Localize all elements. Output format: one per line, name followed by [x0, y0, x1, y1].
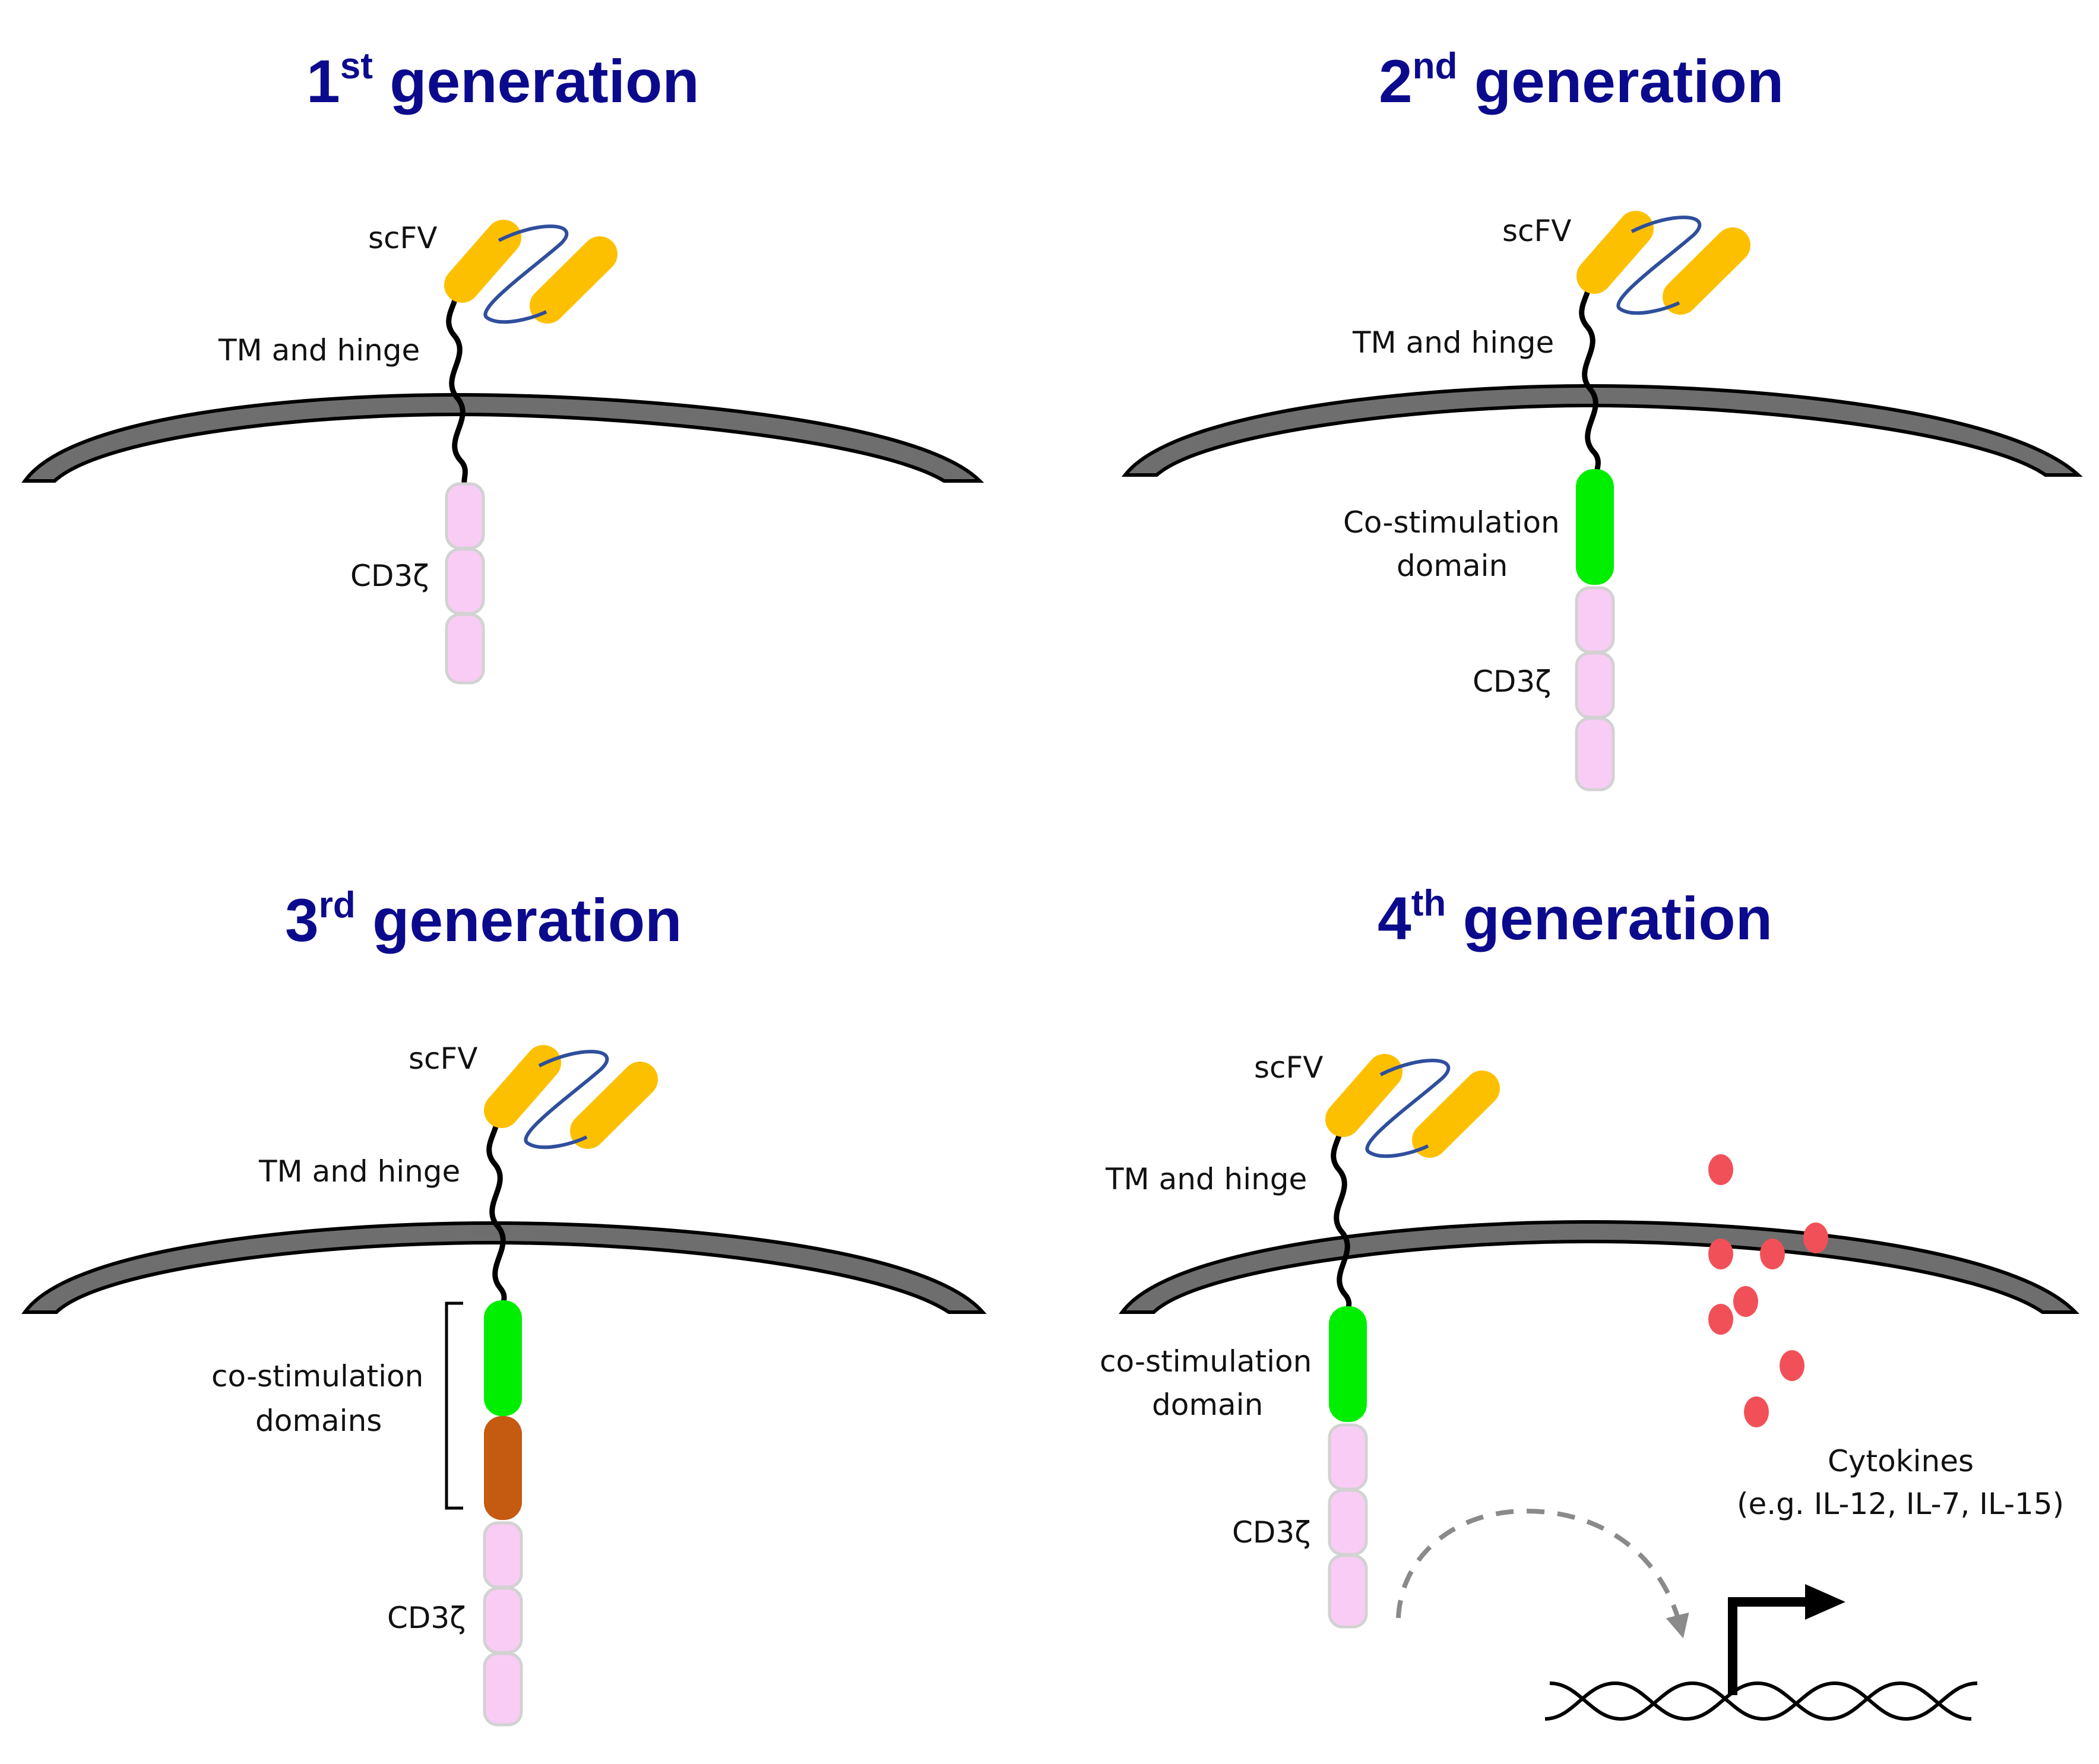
membrane-arc — [1119, 1220, 2080, 1314]
cytokine-cluster — [1708, 1154, 1828, 1427]
dashed-curved-arrow — [1396, 1508, 1689, 1639]
costimulation-domain — [1329, 1306, 1367, 1422]
scfv-label: scFV — [1254, 1050, 1324, 1085]
costim-label-line1: co-stimulation — [211, 1359, 423, 1394]
panel-title: 2nd generation — [1379, 46, 1784, 115]
tm-hinge-label: TM and hinge — [218, 333, 420, 368]
costimulation-domain — [1576, 469, 1614, 585]
scfv-label: scFV — [1502, 214, 1572, 248]
costimulation-domain-1 — [484, 1300, 522, 1416]
panel-title: 4th generation — [1378, 883, 1772, 952]
costim-label-line1: co-stimulation — [1100, 1344, 1312, 1379]
cd3z-chain — [1575, 586, 1615, 791]
panel-gen2: 2nd generation scFV TM and hinge Co-stim… — [1121, 46, 2083, 791]
promoter-arrow-icon — [1728, 1584, 1845, 1695]
dna-helix-icon — [1544, 1681, 1978, 1721]
costim-label-line2: domain — [1152, 1388, 1263, 1422]
scfv-label: scFV — [368, 221, 438, 255]
costimulation-domain-2 — [484, 1416, 522, 1520]
scfv-antibody-icon — [444, 220, 618, 324]
tm-hinge-tether — [1579, 264, 1601, 475]
panel-gen4: 4th generation — [1100, 883, 2080, 1721]
tm-hinge-label: TM and hinge — [1352, 325, 1554, 360]
cytokine-dot — [1760, 1239, 1785, 1269]
membrane-arc — [21, 392, 984, 483]
cd3z-chain — [445, 482, 485, 685]
cytokine-dot — [1708, 1304, 1733, 1335]
cd3z-chain — [1328, 1423, 1368, 1629]
tm-hinge-tether — [1331, 1107, 1352, 1315]
membrane-arc — [1121, 384, 2083, 477]
scfv-antibody-icon — [1325, 1054, 1500, 1158]
cytokine-dot — [1744, 1396, 1769, 1427]
cd3z-label: CD3ζ — [1232, 1515, 1310, 1550]
costim-bracket — [445, 1301, 463, 1510]
cytokines-label-line2: (e.g. IL-12, IL-7, IL-15) — [1737, 1487, 2064, 1521]
costim-label-line2: domains — [255, 1404, 382, 1438]
cytokines-label-line1: Cytokines — [1828, 1444, 1974, 1478]
tm-hinge-tether — [486, 1101, 507, 1309]
panel-title: 3rd generation — [285, 885, 682, 954]
costim-label-line2: domain — [1397, 549, 1508, 583]
scfv-label: scFV — [409, 1041, 478, 1076]
panel-gen3: 3rd generation scFV TM and hinge co-stim… — [21, 885, 987, 1727]
tm-hinge-label: TM and hinge — [258, 1154, 460, 1189]
cd3z-chain — [483, 1521, 523, 1727]
cd3z-label: CD3ζ — [350, 559, 429, 593]
membrane-arc — [21, 1221, 987, 1314]
panel-gen1: 1st generation scFV TM and hinge CD3ζ — [21, 46, 984, 685]
panel-title: 1st generation — [306, 46, 699, 115]
tm-hinge-label: TM and hinge — [1105, 1162, 1307, 1196]
cd3z-label: CD3ζ — [387, 1601, 466, 1635]
scfv-antibody-icon — [1576, 211, 1750, 315]
cytokine-dot — [1708, 1154, 1733, 1185]
cytokine-dot — [1733, 1286, 1758, 1317]
cytokine-dot — [1780, 1350, 1804, 1381]
costim-label-line1: Co-stimulation — [1343, 505, 1560, 540]
cytokine-dot — [1803, 1223, 1828, 1253]
cd3z-label: CD3ζ — [1473, 664, 1551, 699]
tm-hinge-tether — [446, 273, 468, 487]
cytokine-dot — [1708, 1239, 1733, 1269]
scfv-antibody-icon — [484, 1045, 658, 1149]
